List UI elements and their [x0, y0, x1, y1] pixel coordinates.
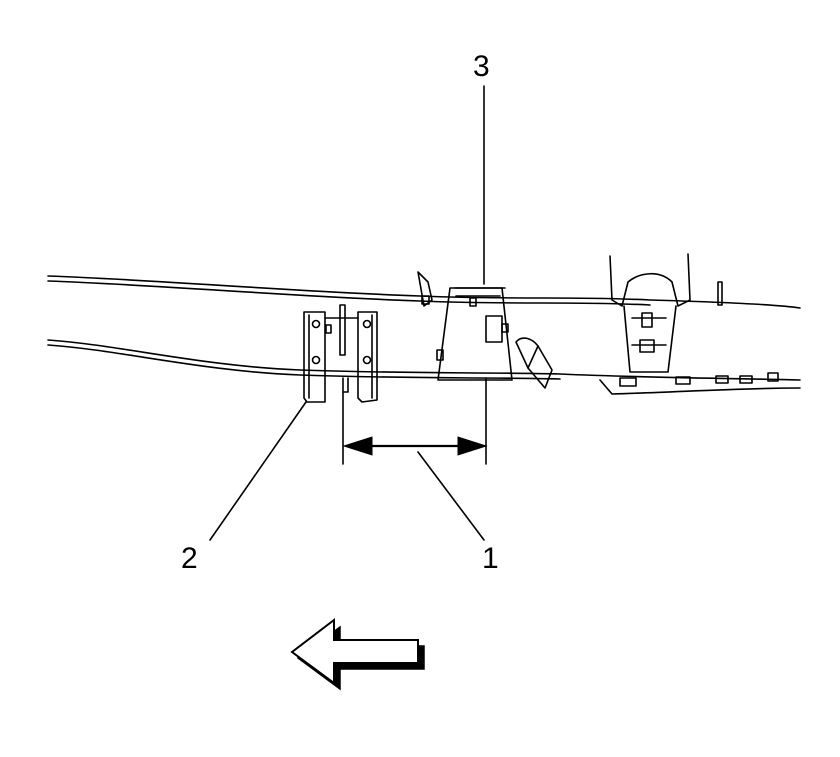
- crossmember-mount: [417, 271, 513, 381]
- bracket-assembly: [303, 304, 378, 403]
- callout-1: 1: [482, 542, 499, 575]
- dimension-arrowhead-right: [457, 436, 488, 456]
- dimension-marker: [342, 377, 487, 465]
- rear-crossmember: [599, 253, 801, 395]
- frame-rail: [47, 275, 801, 381]
- callout-3: 3: [473, 50, 490, 83]
- leader-lines: [209, 85, 485, 541]
- callout-2: 2: [181, 542, 198, 575]
- dimension-arrowhead-left: [342, 436, 373, 456]
- front-direction-arrow: [290, 617, 425, 691]
- rear-bracket: [515, 337, 553, 389]
